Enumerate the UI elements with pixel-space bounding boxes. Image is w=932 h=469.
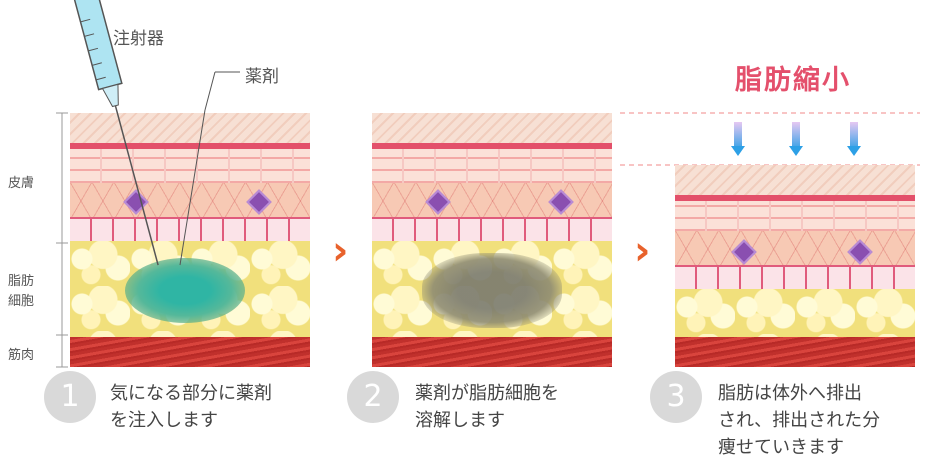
label-syringe: 注射器 (113, 29, 164, 49)
label-skin: 皮膚 (8, 176, 35, 191)
step-number-3: 3 (650, 371, 702, 423)
step-2-text: 薬剤が脂肪細胞を 溶解します (415, 383, 559, 431)
label-muscle: 筋肉 (8, 348, 35, 363)
panel-step-3 (675, 165, 915, 367)
down-arrow-icon (789, 122, 803, 156)
label-fat-2: 細胞 (8, 294, 35, 309)
drug-blob (125, 258, 245, 323)
step-3-text: 脂肪は体外へ排出 され、排出された分 痩せていきます (718, 383, 881, 458)
panel-step-2 (372, 113, 612, 367)
title-fat-reduction: 脂肪縮小 (735, 65, 851, 96)
next-step-chevron-icon: › (634, 228, 651, 274)
step-number-1: 1 (44, 371, 96, 423)
step-1-text: 気になる部分に薬剤 を注入します (110, 383, 272, 431)
down-arrow-icon (847, 122, 861, 156)
step-number-2: 2 (347, 371, 399, 423)
down-arrow-icon (731, 122, 745, 156)
dissolved-fat (422, 253, 562, 328)
next-step-chevron-icon: › (332, 228, 349, 274)
panel-step-1 (70, 113, 310, 367)
label-fat-1: 脂肪 (8, 274, 35, 289)
label-drug: 薬剤 (245, 67, 279, 87)
